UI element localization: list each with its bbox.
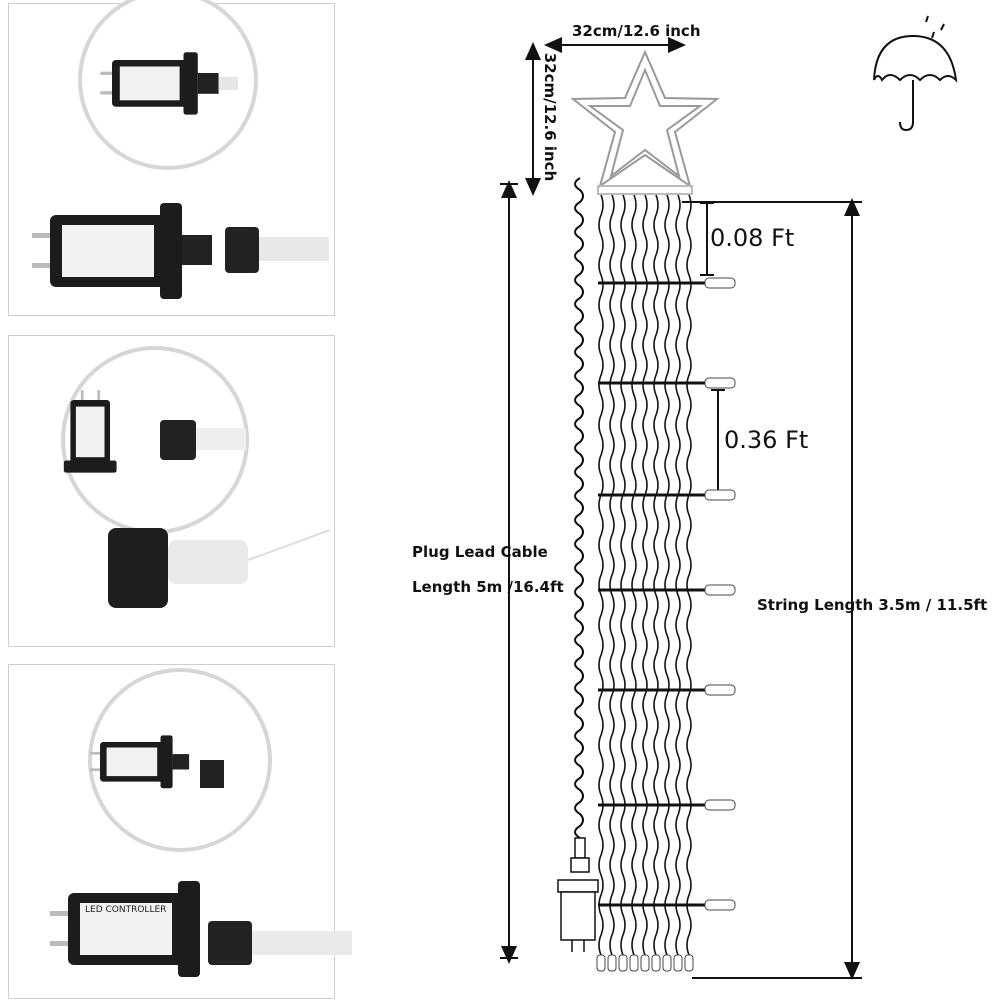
connector-cable-2a <box>196 428 246 450</box>
umbrella-rain-icon <box>873 15 958 132</box>
wire-strand <box>675 194 681 956</box>
adapter-photo-1b <box>32 203 329 299</box>
adapter-photo-3b <box>50 881 352 977</box>
wire-strand <box>631 194 637 956</box>
connector-cable-2b <box>168 540 248 584</box>
wire-strand <box>598 194 604 956</box>
bulb <box>629 954 639 972</box>
plug-controller <box>557 837 599 952</box>
bulb-spacing-label: 0.36 Ft <box>724 426 809 454</box>
bulb-spacing-bracket <box>711 389 725 493</box>
bulb <box>618 954 628 972</box>
bulb <box>704 377 736 389</box>
star-width-label: 32cm/12.6 inch <box>572 22 701 40</box>
top-spacing-label: 0.08 Ft <box>710 224 795 252</box>
wire-strand <box>620 194 626 956</box>
wire-strand <box>664 194 670 956</box>
adapter-label-text: LED CONTROLLER <box>85 905 166 915</box>
connector-photo-2a <box>160 420 196 460</box>
bulb <box>704 899 736 911</box>
light-strands <box>596 194 736 972</box>
bulb <box>704 277 736 289</box>
connector-photo-3a <box>200 760 224 788</box>
star-light <box>570 49 720 195</box>
bulb <box>684 954 694 972</box>
top-spacing-bracket <box>700 202 714 276</box>
bulb <box>607 954 617 972</box>
bulb <box>704 684 736 696</box>
bulb <box>596 954 606 972</box>
bulb <box>662 954 672 972</box>
bulb <box>651 954 661 972</box>
star-height-label: 32cm/12.6 inch <box>541 52 559 182</box>
adapter-photo-1a <box>100 52 239 115</box>
adapter-photo-3a <box>90 735 190 789</box>
bulb <box>704 584 736 596</box>
lead-cable-label-line1: Plug Lead Cable <box>412 543 548 561</box>
coiled-lead-cable <box>574 177 584 839</box>
wire-strand <box>686 194 692 956</box>
bulb <box>704 799 736 811</box>
wire-strand <box>609 194 615 956</box>
bulb <box>640 954 650 972</box>
string-length-label: String Length 3.5m / 11.5ft <box>757 596 988 614</box>
connector-photo-2b <box>108 528 168 608</box>
bulb <box>704 489 736 501</box>
wire-strand <box>653 194 659 956</box>
adapter-photo-2a <box>63 390 117 473</box>
bulb <box>673 954 683 972</box>
lead-cable-label-line2: Length 5m /16.4ft <box>412 578 564 596</box>
wire-strand <box>642 194 648 956</box>
